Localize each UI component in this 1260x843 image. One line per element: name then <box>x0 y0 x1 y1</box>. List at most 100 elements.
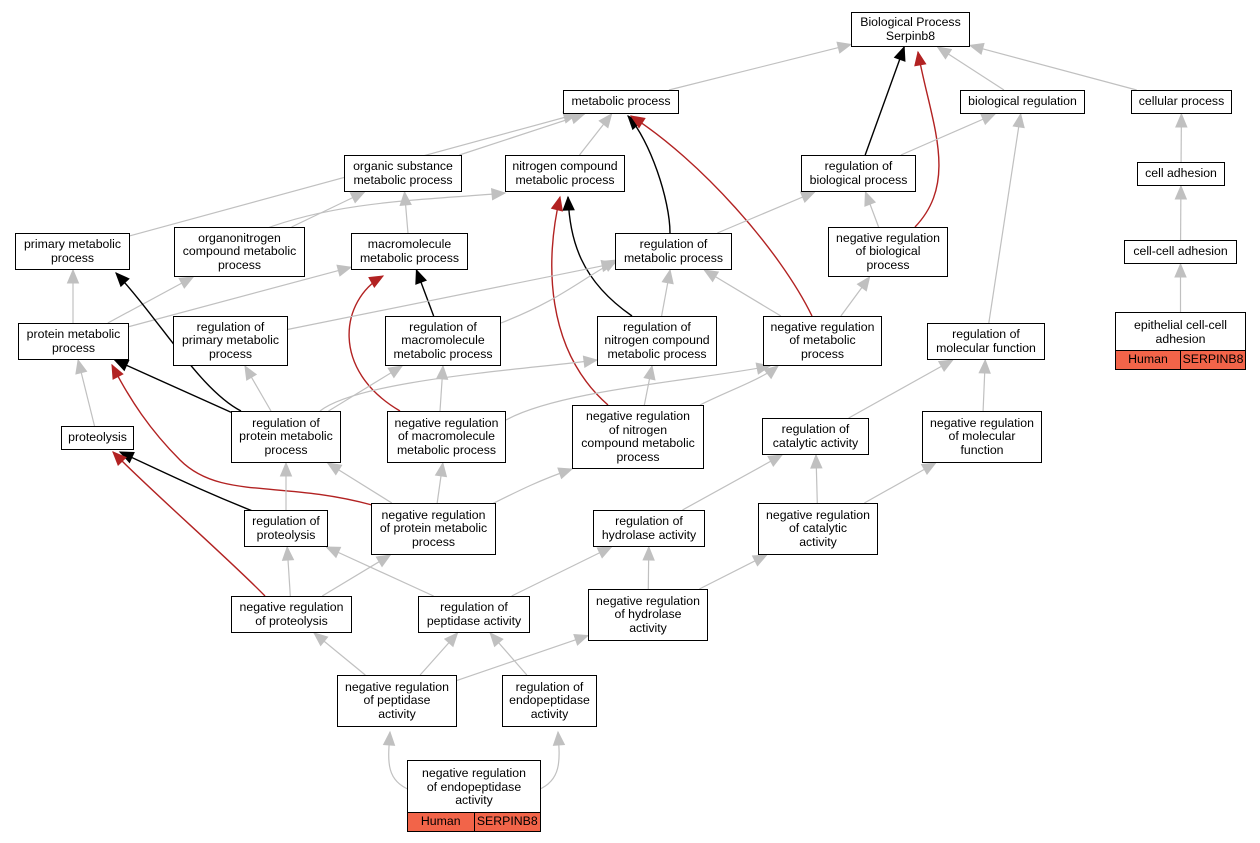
species-tag[interactable]: Human <box>408 813 474 831</box>
go-term-metabolic[interactable]: metabolic process <box>563 90 679 114</box>
edge-line <box>128 266 352 328</box>
go-term-negregmacro[interactable]: negative regulation of macromolecule met… <box>387 411 506 463</box>
edge-arrowhead <box>387 365 404 379</box>
go-term-negregbio[interactable]: negative regulation of biological proces… <box>828 227 948 277</box>
go-term-celladh[interactable]: cell adhesion <box>1137 162 1225 186</box>
edge-arrowhead <box>937 359 954 373</box>
go-term-label: primary metabolic process <box>23 237 122 265</box>
edge-line <box>551 196 609 406</box>
edge-arrowhead <box>799 191 816 204</box>
edge-arrowhead <box>382 730 396 746</box>
edge-regmacro-to-regmet <box>500 259 619 324</box>
go-term-regnitro[interactable]: regulation of nitrogen compound metaboli… <box>597 316 717 366</box>
edge-negregnitro-to-negregmet <box>699 365 780 406</box>
gene-tag[interactable]: SERPINB8 <box>1180 351 1245 369</box>
edge-negregprotmet-to-negregnitro <box>489 467 574 506</box>
go-term-primary[interactable]: primary metabolic process <box>15 233 130 270</box>
go-term-regmacro[interactable]: regulation of macromolecule metabolic pr… <box>385 316 501 366</box>
go-term-cellproc[interactable]: cellular process <box>1131 90 1232 114</box>
go-term-macro[interactable]: macromolecule metabolic process <box>351 233 468 270</box>
edge-line <box>900 113 996 156</box>
edge-epith-to-cellcell <box>1174 262 1187 312</box>
edge-arrowhead <box>893 45 906 62</box>
edge-arrowhead <box>375 554 392 568</box>
edge-bioreg-to-root <box>936 46 1005 91</box>
edge-line <box>348 275 401 412</box>
go-term-label: regulation of endopeptidase activity <box>509 679 590 721</box>
go-term-protmet[interactable]: protein metabolic process <box>18 323 129 360</box>
edge-negregendo-to-regendo <box>537 730 566 791</box>
edge-negregmacro-to-macro <box>348 275 401 412</box>
edge-negreghydro-to-negregcat <box>699 554 768 590</box>
edge-negregnitro-to-regnitro <box>643 364 656 406</box>
edge-regproteo-to-regprotmet <box>279 461 293 510</box>
go-term-regpept[interactable]: regulation of peptidase activity <box>418 596 530 633</box>
go-term-regendo[interactable]: regulation of endopeptidase activity <box>502 675 597 727</box>
edge-arrowhead <box>434 461 448 478</box>
go-term-nitro[interactable]: nitrogen compound metabolic process <box>505 155 625 192</box>
edge-arrowhead <box>313 632 329 647</box>
edge-regprotmet-to-regnitro <box>319 355 599 412</box>
go-term-negregmet[interactable]: negative regulation of metabolic process <box>763 316 882 366</box>
gene-tag[interactable]: SERPINB8 <box>473 813 540 831</box>
edge-line <box>627 115 671 234</box>
go-term-negregcat[interactable]: negative regulation of catalytic activit… <box>758 503 878 555</box>
edge-arrowhead <box>751 554 768 567</box>
go-term-label: regulation of catalytic activity <box>772 422 859 450</box>
go-term-reghydro[interactable]: regulation of hydrolase activity <box>593 510 705 547</box>
species-tag[interactable]: Human <box>1116 351 1180 369</box>
go-term-negregnitro[interactable]: negative regulation of nitrogen compound… <box>572 405 704 469</box>
go-term-regmet[interactable]: regulation of metabolic process <box>615 233 732 270</box>
edge-arrowhead <box>443 632 459 648</box>
edge-arrowhead <box>557 467 574 480</box>
edge-negregnitro-to-nitro <box>550 195 609 406</box>
edge-arrowhead <box>111 363 124 380</box>
edge-metabolic-to-root <box>668 41 853 91</box>
edge-line <box>717 191 815 234</box>
go-term-negregmolfn[interactable]: negative regulation of molecular functio… <box>922 411 1042 463</box>
go-term-negregendo[interactable]: negative regulation of endopeptidase act… <box>407 760 541 832</box>
go-term-label: regulation of hydrolase activity <box>601 514 697 542</box>
go-term-regprotmet[interactable]: regulation of protein metabolic process <box>231 411 341 463</box>
go-term-regproteo[interactable]: regulation of proteolysis <box>244 510 328 547</box>
edge-celladh-to-cellproc <box>1175 112 1188 163</box>
edge-negregpept-to-negreghydro <box>456 634 590 682</box>
go-term-regbio[interactable]: regulation of biological process <box>801 155 916 192</box>
go-term-label: negative regulation of metabolic process <box>770 319 875 361</box>
go-term-organonitro[interactable]: organonitrogen compound metabolic proces… <box>174 227 305 277</box>
go-term-label: negative regulation of macromolecule met… <box>394 415 499 457</box>
go-term-regcat[interactable]: regulation of catalytic activity <box>762 418 869 455</box>
go-term-root[interactable]: Biological Process Serpinb8 <box>851 12 970 47</box>
edge-regpept-to-reghydro <box>511 546 613 597</box>
edge-line <box>630 115 813 317</box>
edge-arrowhead <box>325 546 342 559</box>
edge-arrowhead <box>573 634 590 646</box>
edge-arrowhead <box>810 453 823 469</box>
edge-line <box>119 451 256 513</box>
edge-line <box>459 113 585 156</box>
edge-regmet-to-metabolic <box>627 115 671 234</box>
edge-regmacro-to-macro <box>415 268 435 317</box>
go-term-orgsub[interactable]: organic substance metabolic process <box>344 155 462 192</box>
edge-negregmolfn-to-regmolfn <box>978 358 991 412</box>
edge-arrowhead <box>435 364 449 380</box>
go-term-regprim[interactable]: regulation of primary metabolic process <box>173 316 288 366</box>
go-term-regmolfn[interactable]: regulation of molecular function <box>927 323 1045 360</box>
go-term-bioreg[interactable]: biological regulation <box>960 90 1085 114</box>
go-term-label: cell adhesion <box>1145 166 1217 181</box>
edge-arrowhead <box>415 268 428 285</box>
edge-regprotmet-to-regprim <box>244 364 272 412</box>
edge-arrowhead <box>550 195 563 212</box>
edge-negregcat-to-regcat <box>810 453 823 504</box>
go-term-negregpept[interactable]: negative regulation of peptidase activit… <box>337 675 457 727</box>
go-term-label: negative regulation of molecular functio… <box>930 415 1034 457</box>
go-term-label: regulation of peptidase activity <box>426 600 522 628</box>
edge-arrowhead <box>629 115 646 129</box>
go-term-proteolysis[interactable]: proteolysis <box>61 426 134 450</box>
go-term-negreghydro[interactable]: negative regulation of hydrolase activit… <box>588 589 708 641</box>
go-term-cellcell[interactable]: cell-cell adhesion <box>1124 240 1237 264</box>
go-term-negregproteo[interactable]: negative regulation of proteolysis <box>231 596 352 633</box>
edge-line <box>505 365 771 421</box>
go-term-negregprotmet[interactable]: negative regulation of protein metabolic… <box>371 503 496 555</box>
